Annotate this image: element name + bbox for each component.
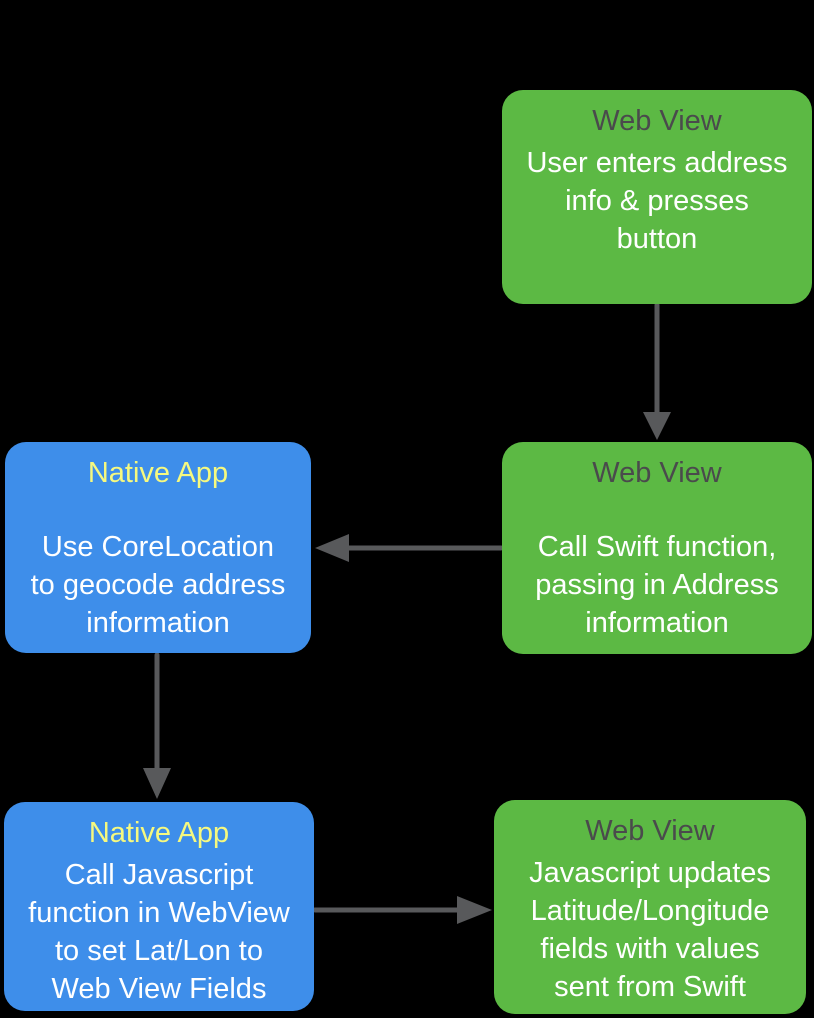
node-body: Javascript updates Latitude/Longitude fi… (529, 857, 771, 1003)
node-title: Web View (592, 105, 722, 137)
node-webview-call-swift: Web View Call Swift function, passing in… (502, 442, 812, 654)
node-webview-javascript-updates: Web View Javascript updates Latitude/Lon… (494, 800, 806, 1014)
node-body: Call Swift function, passing in Address … (535, 531, 779, 639)
node-body: User enters address info & presses butto… (526, 147, 788, 255)
node-nativeapp-call-javascript: Native App Call Javascript function in W… (4, 802, 314, 1011)
arrow-nativeapp-corelocation-to-nativeapp-calljs (143, 652, 171, 799)
arrow-webview-enter-to-webview-call (643, 302, 671, 440)
arrow-nativeapp-calljs-to-webview-updates (312, 896, 492, 924)
node-body: Use CoreLocation to geocode address info… (30, 531, 286, 639)
node-body: Call Javascript function in WebView to s… (28, 859, 290, 1005)
node-title: Web View (592, 457, 722, 489)
node-title: Native App (88, 817, 230, 849)
node-title: Web View (585, 815, 715, 847)
arrow-webview-call-to-nativeapp-corelocation (315, 534, 504, 562)
node-webview-user-enters-address: Web View User enters address info & pres… (502, 90, 812, 304)
node-title: Native App (87, 457, 229, 489)
node-nativeapp-corelocation: Native App Use CoreLocation to geocode a… (5, 442, 311, 653)
